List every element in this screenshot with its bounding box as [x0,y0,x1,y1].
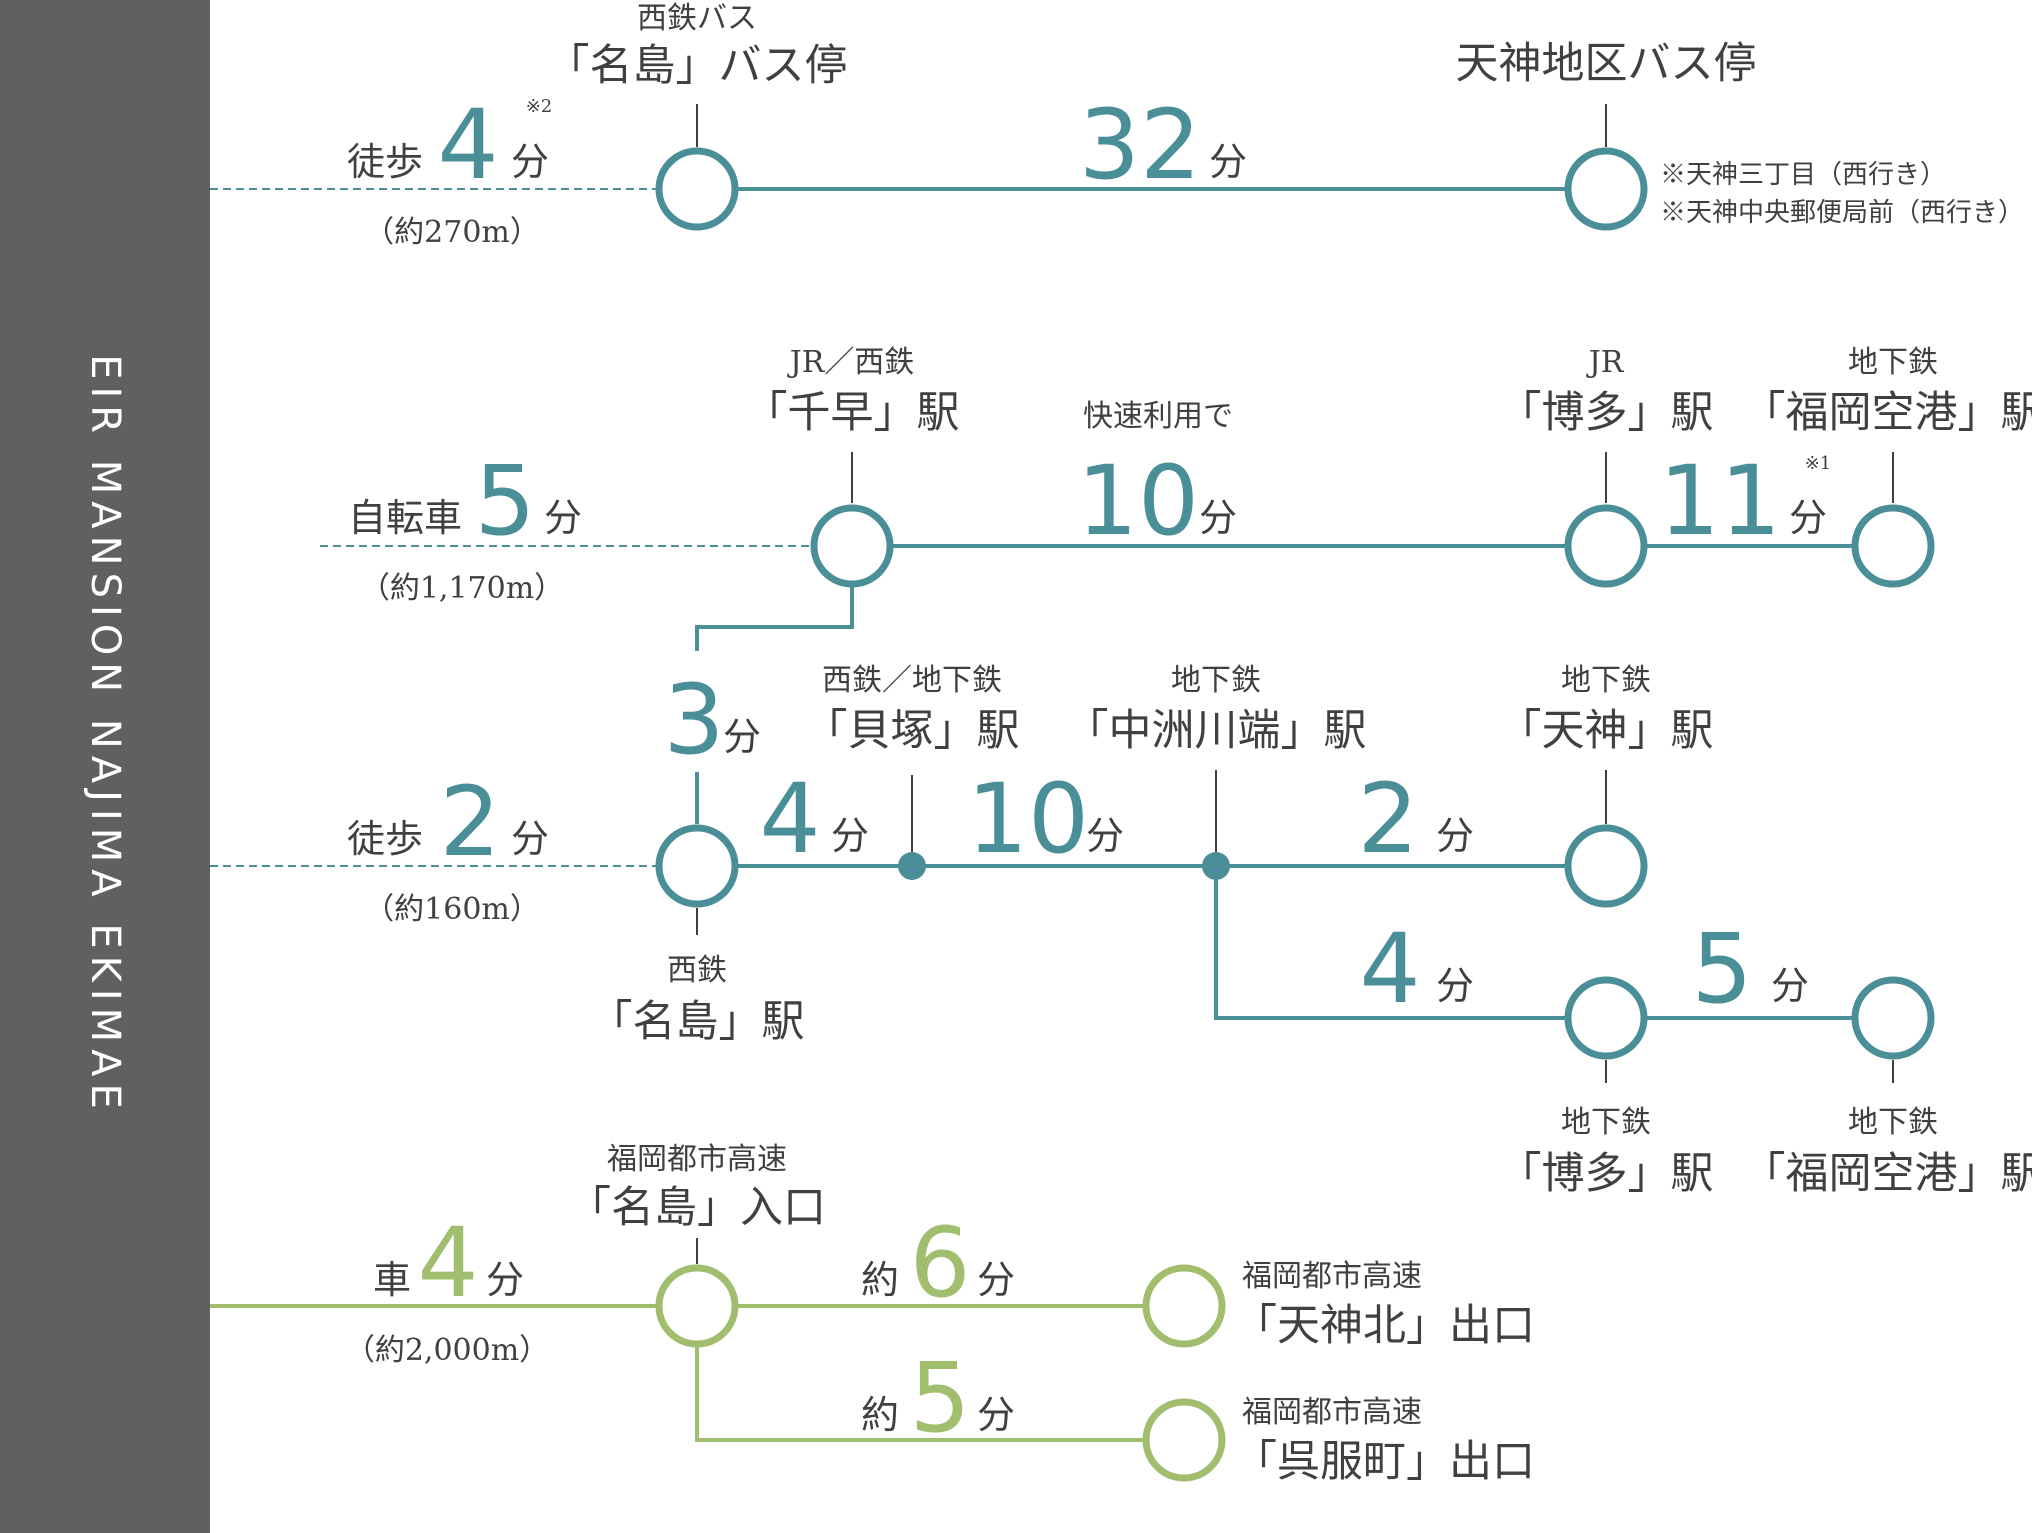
gofuku-name: 「呉服町」出口 [1234,1437,1535,1487]
chihaya-station-node [810,504,894,588]
transfer-time: 3 [663,664,724,776]
subway-branch-line [1214,866,1568,1020]
tenjinkita-exit-node [1142,1264,1226,1348]
rapid-ride-unit: 分 [1199,496,1237,540]
tenjin-station-node [1564,824,1648,908]
subway-hakata-unit: 分 [1436,964,1474,1008]
gofuku-time: 5 [909,1342,970,1454]
bus-walk-time: 4 [437,89,498,201]
bus-walk-distance: （約270m） [364,215,540,250]
airport-time-lower: 5 [1691,913,1752,1025]
kaizuka-time: 4 [759,763,820,875]
nakasu-node [1202,852,1230,880]
gofuku-approx: 約 [861,1393,899,1437]
chihaya-operator: JR／西鉄 [787,345,915,380]
kaizuka-operator: 西鉄／地下鉄 [822,663,1002,698]
subway-hakata-name: 「博多」駅 [1499,1149,1714,1199]
bus-walk-unit: 分 [511,140,549,184]
subway-hakata-time: 4 [1359,913,1420,1025]
najima-station-node [655,824,739,908]
bike-distance: （約1,170m） [360,571,564,606]
nakasu-unit: 分 [1086,814,1124,858]
najima-station-operator: 西鉄 [667,953,727,988]
bus-dest-note-2: ※天神中央郵便局前（西行き） [1660,198,2024,228]
kaizuka-unit: 分 [831,814,869,858]
car-mode: 車 [373,1258,411,1302]
airport-unit-lower: 分 [1771,964,1809,1008]
airport-note: ※1 [1805,453,1832,474]
expressway-line-gofuku [695,1344,1145,1442]
kaizuka-name: 「貝塚」駅 [805,706,1020,756]
car-time: 4 [417,1207,478,1319]
bike-route: 自転車 5 分 （約1,170m） JR／西鉄 「千早」駅 快速利用で 10 分… [320,345,2032,776]
bike-mode: 自転車 [348,496,462,540]
walk-distance: （約160m） [364,892,540,927]
airport-operator-upper: 地下鉄 [1848,345,1938,380]
chihaya-transfer-line [695,584,854,651]
bus-route: 徒歩 4 分 ※2 （約270m） 西鉄バス 「名島」バス停 32 分 天神地区… [210,1,2024,250]
airport-time-upper: 11 [1659,445,1781,557]
airport-name-upper: 「福岡空港」駅 [1743,388,2032,438]
najima-station-name: 「名島」駅 [590,997,805,1047]
tenjinkita-unit: 分 [977,1258,1015,1302]
bus-dest-name: 天神地区バス停 [1456,39,1757,89]
rapid-label: 快速利用で [1083,399,1233,434]
bus-origin-operator: 西鉄バス [637,1,757,36]
bus-ride-unit: 分 [1209,140,1247,184]
gofuku-operator: 福岡都市高速 [1242,1395,1422,1430]
airport-station-node-lower [1851,976,1935,1060]
nakasu-operator: 地下鉄 [1171,663,1261,698]
bus-ride-time: 32 [1079,89,1201,201]
bus-origin-name: 「名島」バス停 [547,41,848,91]
airport-name-lower: 「福岡空港」駅 [1743,1149,2032,1199]
subway-hakata-operator: 地下鉄 [1561,1105,1651,1140]
bus-stop-tenjin-node [1564,147,1648,231]
walk-time: 2 [439,766,500,878]
entrance-name: 「名島」入口 [568,1183,826,1233]
tenjin-time: 2 [1357,763,1418,875]
tenjin-name: 「天神」駅 [1499,706,1714,756]
najima-entrance-node [655,1264,739,1348]
car-distance: （約2,000m） [345,1333,549,1368]
chihaya-name: 「千早」駅 [745,388,960,438]
bus-stop-najima-node [655,147,739,231]
nakasu-time: 10 [967,763,1089,875]
bus-walk-mode: 徒歩 [347,140,423,184]
tenjinkita-name: 「天神北」出口 [1234,1301,1535,1351]
walk-route: 徒歩 2 分 （約160m） 西鉄 「名島」駅 4 分 西鉄／地下鉄 「貝塚」駅… [210,663,2032,1199]
jr-hakata-operator: JR [1586,345,1625,380]
rapid-ride-time: 10 [1077,445,1199,557]
tenjinkita-operator: 福岡都市高速 [1242,1259,1422,1294]
airport-operator-lower: 地下鉄 [1848,1105,1938,1140]
sidebar: EIR MANSION NAJIMA EKIMAE [0,0,210,1533]
tenjinkita-time: 6 [909,1207,970,1319]
airport-station-node-upper [1851,504,1935,588]
tenjin-operator: 地下鉄 [1561,663,1651,698]
walk-mode: 徒歩 [347,817,423,861]
bike-unit: 分 [544,496,582,540]
car-route: 車 4 分 （約2,000m） 福岡都市高速 「名島」入口 約 6 分 福岡都市… [210,1142,1535,1487]
kaizuka-node [898,852,926,880]
jr-hakata-station-node [1564,504,1648,588]
jr-hakata-name: 「博多」駅 [1499,388,1714,438]
gofuku-exit-node [1142,1398,1226,1482]
bus-dest-note-1: ※天神三丁目（西行き） [1660,160,1946,190]
tenjinkita-approx: 約 [861,1258,899,1302]
tenjin-unit: 分 [1436,814,1474,858]
airport-unit-upper: 分 [1789,496,1827,540]
bus-walk-note: ※2 [526,96,553,117]
car-unit: 分 [486,1258,524,1302]
entrance-operator: 福岡都市高速 [607,1142,787,1177]
nakasu-name: 「中洲川端」駅 [1066,706,1367,756]
walk-unit: 分 [511,817,549,861]
subway-hakata-station-node [1564,976,1648,1060]
transfer-unit: 分 [723,715,761,759]
bike-time: 5 [474,445,535,557]
gofuku-unit: 分 [977,1393,1015,1437]
